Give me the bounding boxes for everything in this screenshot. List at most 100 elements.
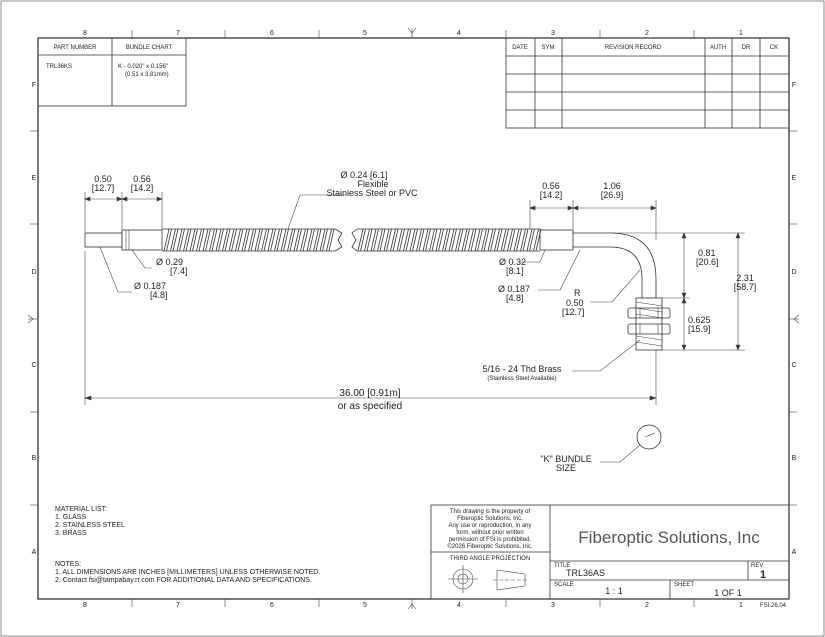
dim-0187-left-in: Ø 0.187 (134, 281, 166, 291)
title-label: TITLE (554, 563, 570, 569)
material-item: 3. BRASS (55, 530, 87, 537)
property-line: Any use or reproduction, in any (448, 523, 531, 529)
col-label-bottom: 2 (645, 602, 649, 609)
dim-right-056-in: 0.56 (542, 181, 560, 191)
sheath-coil (319, 228, 326, 252)
sheath-coil (185, 228, 192, 252)
sheath-coil (513, 228, 520, 252)
sheath-coil (360, 228, 366, 252)
dim-0187-right-mm: [4.8] (506, 293, 524, 303)
radius-label: R (574, 288, 581, 298)
sheath-coil (526, 228, 533, 252)
dim-029-mm: [7.4] (170, 266, 188, 276)
sheath-coil (280, 228, 287, 252)
dim-081-mm: [20.6] (696, 257, 719, 267)
dimension-lines (84, 192, 745, 463)
title-block: This drawing is the property of Fiberopt… (430, 504, 790, 609)
sheath-coil (326, 228, 332, 252)
row-label-right: A (792, 549, 797, 556)
sheath-coil (386, 228, 392, 252)
sheath-coil (283, 228, 289, 252)
sheath-coil (302, 228, 309, 252)
note-item: 1. ALL DIMENSIONS ARE INCHES [MILLIMETER… (55, 569, 320, 576)
sheath-coil (215, 228, 222, 252)
note-item: 2. Contact fsi@tampabay.rr.com FOR ADDIT… (55, 577, 312, 584)
sheath-coil (241, 228, 248, 252)
sheath-coil (254, 228, 261, 252)
hex-nut-upper (627, 307, 671, 319)
sheath-coil (377, 228, 383, 252)
sheath-coil (522, 228, 529, 252)
sheath-coil (487, 228, 494, 252)
dim-0625-mm: [15.9] (688, 324, 711, 334)
sheath-coil (170, 228, 176, 252)
dim-106-mm: [26.9] (601, 190, 624, 200)
sheath-coil (516, 228, 522, 252)
sheath-coil (263, 228, 270, 252)
row-label-left: F (32, 82, 36, 89)
flex-label-3: Stainless Steel or PVC (326, 188, 418, 198)
sheath-coil (429, 228, 435, 252)
sheath-coil (183, 228, 189, 252)
sheath-coil (322, 228, 328, 252)
sheath-coil (196, 228, 202, 252)
sheath-coil (172, 228, 179, 252)
dim-231-in: 2.31 (736, 273, 754, 283)
sheath-coil (422, 228, 429, 252)
dim-0625-in: 0.625 (688, 315, 711, 325)
dim-radius-in: 0.50 (566, 298, 584, 308)
sheath-coil (176, 228, 183, 252)
sheath-coil (211, 228, 218, 252)
row-label-right: C (791, 362, 796, 369)
sheath-coil (529, 228, 535, 252)
dim-056-in: 0.56 (133, 174, 151, 184)
row-label-right: D (791, 269, 796, 276)
bend-tube-inner (573, 246, 643, 298)
sheath-coil (399, 228, 405, 252)
third-angle-projection-icon (448, 565, 529, 593)
sheath-coil (405, 228, 412, 252)
sheath-coil (179, 228, 185, 252)
sheath-coil (189, 228, 196, 252)
sheath-coil (300, 228, 306, 252)
col-label-top: 1 (739, 30, 743, 37)
sheath-coil (457, 228, 464, 252)
col-label-bottom: 4 (457, 602, 461, 609)
rev-header-record: REVISION RECORD (605, 45, 662, 51)
hex-nut-lower (627, 323, 671, 335)
sheath-coil (481, 228, 487, 252)
bundle-size-label-1: "K" BUNDLE (540, 454, 591, 464)
sheath-coil (224, 228, 231, 252)
sheath-coil (435, 228, 442, 252)
sheath-coil (357, 228, 364, 252)
sheath-coil (209, 228, 215, 252)
row-label-right: B (792, 455, 797, 462)
sheath-coil (520, 228, 526, 252)
sheath-coil (202, 228, 209, 252)
sheath-coil (431, 228, 438, 252)
col-label-top: 6 (270, 30, 274, 37)
row-label-right: E (792, 175, 797, 182)
company-name: Fiberoptic Solutions, Inc (578, 528, 760, 547)
sheath-coil (474, 228, 481, 252)
property-line: Fiberoptic Solutions, Inc. (457, 516, 523, 522)
sheath-coil (455, 228, 461, 252)
overall-length-note: or as specified (338, 401, 402, 412)
col-label-bottom: 8 (83, 602, 87, 609)
sheath-coil (276, 228, 283, 252)
col-label-top: 2 (645, 30, 649, 37)
dim-radius-mm: [12.7] (562, 307, 585, 317)
bundle-chart-header: BUNDLE CHART (126, 45, 173, 51)
sheath-coil (379, 228, 386, 252)
dim-106-in: 1.06 (603, 181, 621, 191)
dim-050-mm: [12.7] (92, 183, 115, 193)
sheath-coil (166, 228, 172, 252)
col-label-top: 8 (83, 30, 87, 37)
dim-056-mm: [14.2] (131, 183, 154, 193)
sheath-coil (468, 228, 474, 252)
dim-right-056-mm: [14.2] (540, 190, 563, 200)
property-line: This drawing is the property of (450, 509, 531, 515)
sheath-coil (231, 228, 237, 252)
ferrule-body (121, 229, 163, 251)
part-table: PART NUMBER BUNDLE CHART TRL36KS K - 0.0… (37, 37, 187, 107)
